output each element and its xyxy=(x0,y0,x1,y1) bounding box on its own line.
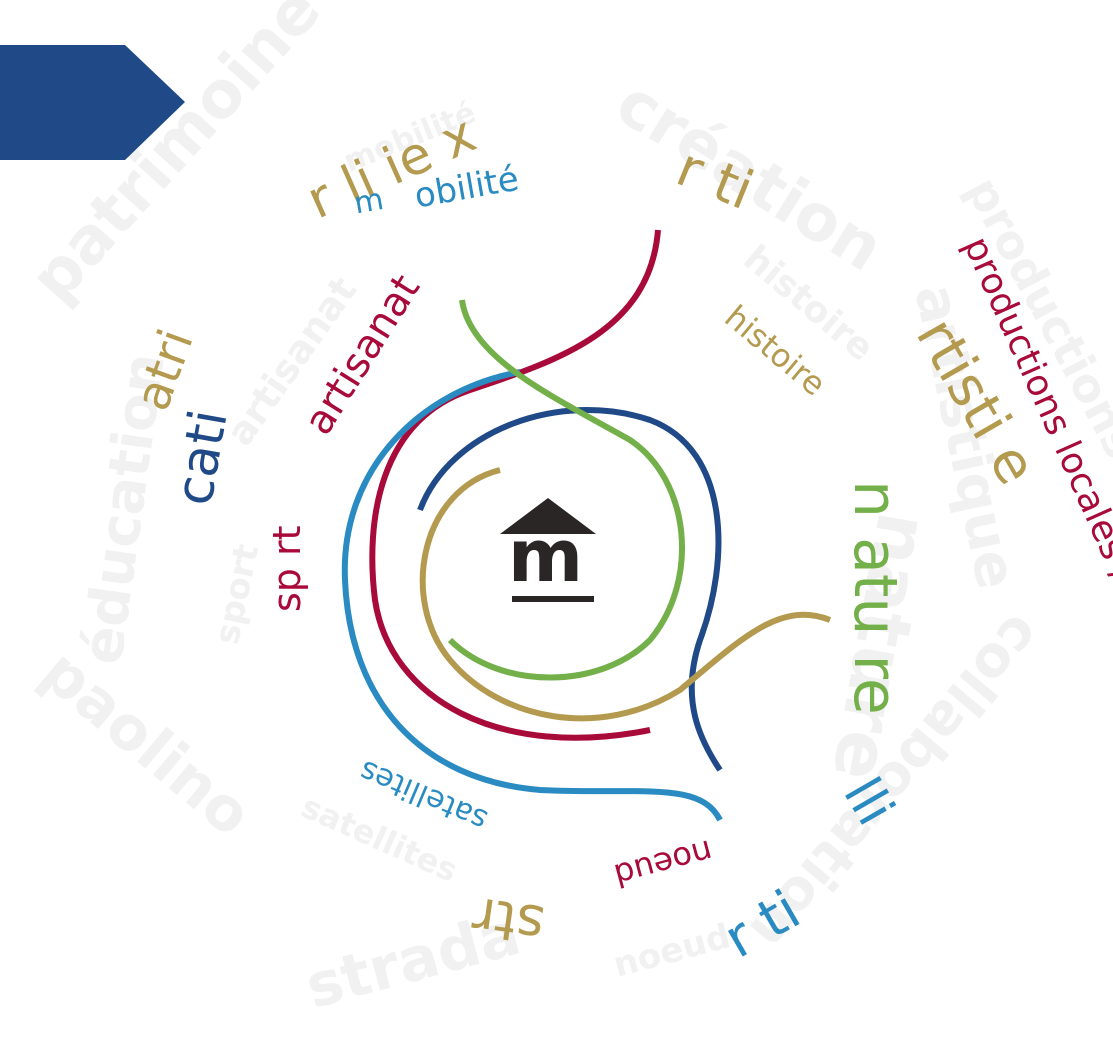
word-nature: n atu re xyxy=(840,480,910,715)
gold-ribbon xyxy=(419,467,832,722)
navy-ribbon xyxy=(417,407,723,772)
word-sport: sp rt xyxy=(265,525,309,612)
word-mobilite-initial: m xyxy=(351,181,387,222)
green-ribbon xyxy=(447,299,686,681)
logo-letter: m xyxy=(508,514,584,598)
navigation-tab-arrow[interactable] xyxy=(0,40,190,210)
word-strada: str xyxy=(468,884,549,957)
crimson-ribbon xyxy=(369,229,661,741)
word-education: cati xyxy=(164,405,240,510)
sky-ribbon xyxy=(341,369,723,822)
museum-m-icon xyxy=(500,498,596,602)
